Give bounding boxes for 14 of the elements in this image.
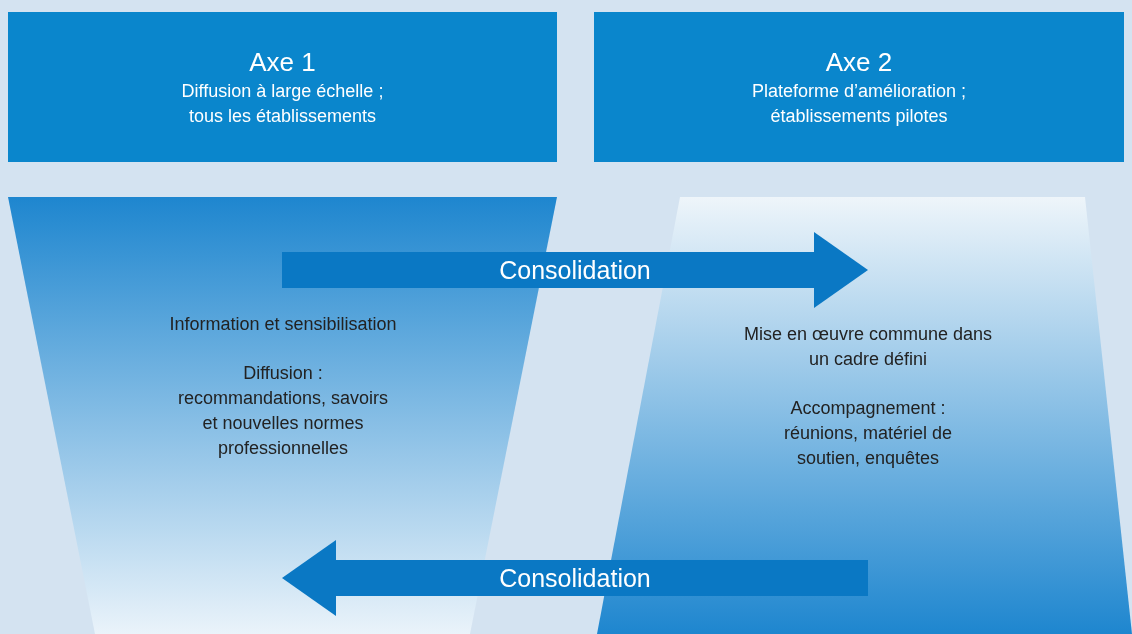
block-arrow [282,232,868,308]
header-title: Axe 2 [825,46,893,79]
header-box [594,12,1124,162]
block-arrow [282,540,868,616]
panel-text: Diffusion : recommandations, savoirs et nouvelles normes professionnelles [176,362,390,460]
header-box [8,12,557,162]
edge-label: Consolidation [499,255,651,285]
panel-text: Information et sensibilisation [168,313,398,336]
header-text: Plateforme d’amélioration ; établissements pilotes [750,80,968,128]
edge-label: Consolidation [499,563,651,593]
header-title: Axe 1 [249,46,316,79]
panel-text: Accompagnement : réunions, matériel de soutien, enquêtes [782,397,954,470]
header-text: Diffusion à large échelle ; tous les établissements [180,80,385,128]
panel-text: Mise en œuvre commune dans un cadre défini [742,323,994,371]
